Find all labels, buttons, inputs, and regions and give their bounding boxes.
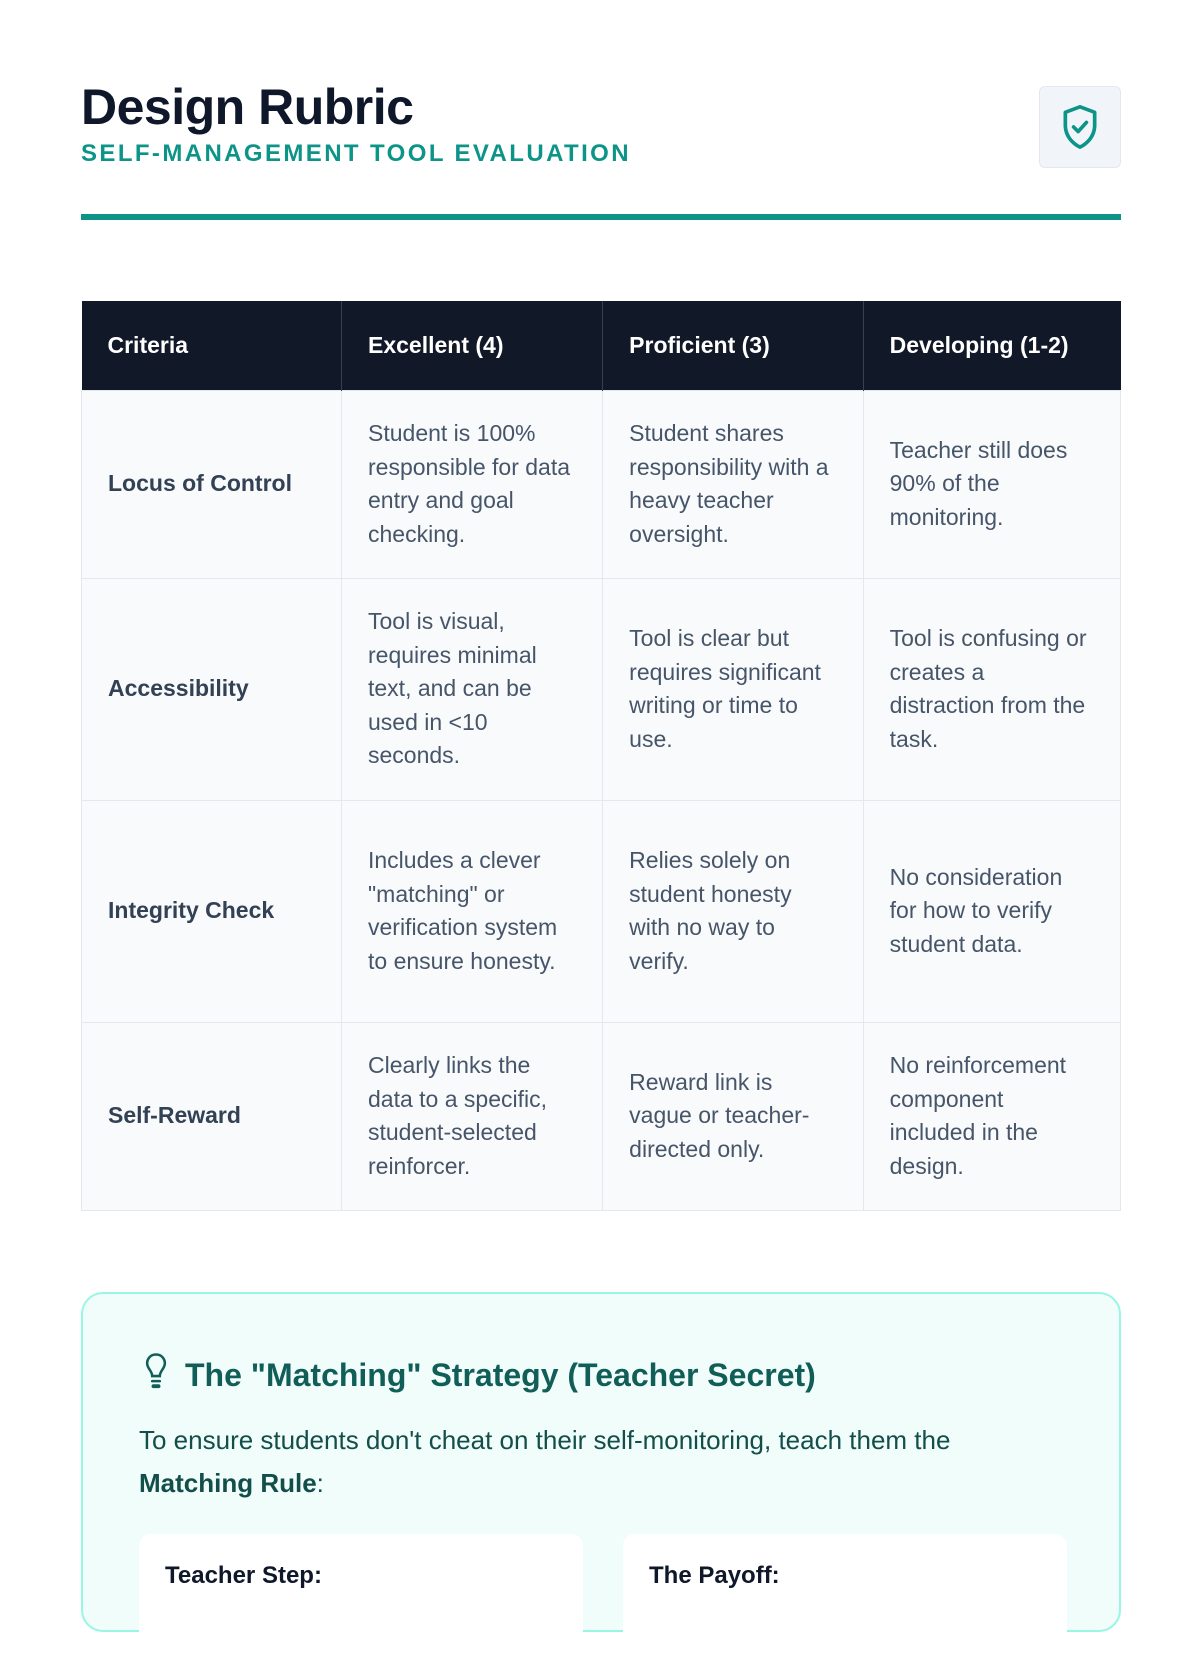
table-row: Accessibility Tool is visual, requires m…: [81, 577, 1122, 801]
developing-cell: No consideration for how to verify stude…: [862, 799, 1122, 1023]
excellent-cell: Clearly links the data to a specific, st…: [340, 1021, 604, 1211]
shield-check-icon: [1039, 86, 1121, 168]
column-header: Excellent (4): [341, 301, 604, 390]
proficient-cell: Tool is clear but requires significant w…: [602, 577, 864, 801]
excellent-cell: Tool is visual, requires minimal text, a…: [340, 577, 604, 801]
criteria-cell: Integrity Check: [81, 799, 342, 1023]
matching-strategy-callout: The "Matching" Strategy (Teacher Secret)…: [81, 1292, 1121, 1674]
callout-title: The "Matching" Strategy (Teacher Secret): [185, 1356, 816, 1393]
callout-text-suffix: :: [316, 1468, 324, 1498]
header: Design Rubric SELF-MANAGEMENT TOOL EVALU…: [81, 78, 1121, 168]
card-title: Teacher Step:: [165, 1562, 322, 1589]
table-row: Locus of Control Student is 100% respons…: [81, 389, 1122, 579]
criteria-cell: Locus of Control: [81, 389, 342, 579]
table-row: Integrity Check Includes a clever "match…: [81, 799, 1122, 1023]
column-header: Developing (1-2): [863, 301, 1121, 390]
callout-text-body: To ensure students don't cheat on their …: [139, 1425, 951, 1455]
rubric-table: Criteria Excellent (4) Proficient (3) De…: [81, 301, 1122, 1211]
developing-cell: Teacher still does 90% of the monitoring…: [862, 389, 1122, 579]
excellent-cell: Includes a clever "matching" or verifica…: [340, 799, 604, 1023]
developing-cell: No reinforcement component included in t…: [862, 1021, 1122, 1211]
callout-text: To ensure students don't cheat on their …: [139, 1419, 1059, 1505]
excellent-cell: Student is 100% responsible for data ent…: [340, 389, 604, 579]
matching-rule-label: Matching Rule: [139, 1468, 317, 1498]
payoff-card: The Payoff:: [623, 1534, 1067, 1674]
criteria-cell: Accessibility: [81, 577, 342, 801]
page-title: Design Rubric: [81, 79, 414, 135]
callout-heading: The "Matching" Strategy (Teacher Secret): [143, 1352, 816, 1398]
developing-cell: Tool is confusing or creates a distracti…: [862, 577, 1122, 801]
proficient-cell: Reward link is vague or teacher-directed…: [602, 1021, 864, 1211]
card-title: The Payoff:: [649, 1562, 780, 1589]
table-row: Self-Reward Clearly links the data to a …: [81, 1021, 1122, 1211]
column-header: Proficient (3): [602, 301, 864, 390]
header-divider: [81, 214, 1121, 220]
table-header-row: Criteria Excellent (4) Proficient (3) De…: [81, 301, 1121, 390]
proficient-cell: Relies solely on student honesty with no…: [602, 799, 864, 1023]
column-header: Criteria: [81, 301, 342, 390]
lightbulb-icon: [143, 1352, 169, 1398]
proficient-cell: Student shares responsibility with a hea…: [602, 389, 864, 579]
criteria-cell: Self-Reward: [81, 1021, 342, 1211]
teacher-step-card: Teacher Step:: [139, 1534, 583, 1674]
page-subtitle: SELF-MANAGEMENT TOOL EVALUATION: [81, 140, 631, 167]
